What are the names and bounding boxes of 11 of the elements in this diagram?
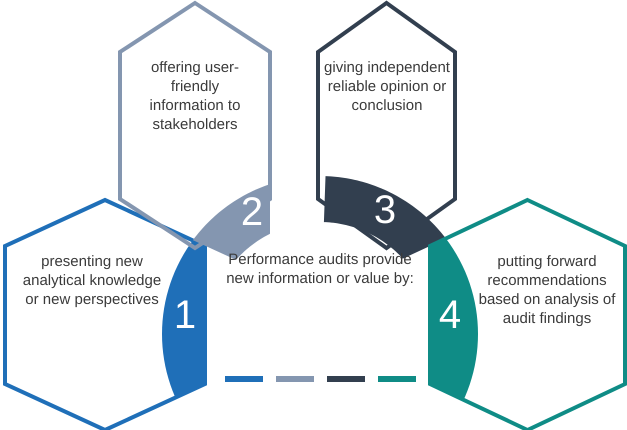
step-text: presenting new analytical knowledge or new perspectives: [22, 252, 162, 309]
step-text: giving independent reliable opinion or conclusion: [323, 58, 451, 115]
center-caption: Performance audits provide new information or value by:: [225, 250, 415, 288]
step-number: 3: [372, 188, 398, 232]
step-number: 1: [172, 293, 198, 337]
step-text: offering user-friendly information to stakeholders: [148, 58, 242, 134]
hexagon-frame: [430, 200, 625, 430]
step-text: putting forward recommendations based on analysis of audit findings: [478, 252, 616, 328]
step-number: 4: [438, 293, 462, 337]
step-number: 2: [240, 190, 264, 234]
hexagon-frame: [5, 200, 205, 430]
